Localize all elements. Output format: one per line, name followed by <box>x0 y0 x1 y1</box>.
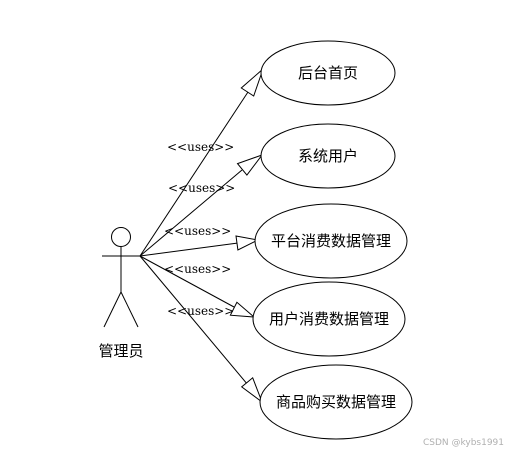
use-case-label: 平台消费数据管理 <box>271 232 391 250</box>
actor-head <box>111 227 131 247</box>
relation-label: <<uses>> <box>167 304 234 318</box>
relation-label: <<uses>> <box>164 262 231 276</box>
use-case-ellipse[interactable] <box>252 281 406 357</box>
relation-label: <<uses>> <box>168 181 235 195</box>
relation-label: <<uses>> <box>167 140 234 154</box>
relation-line <box>139 255 249 386</box>
relation-3 <box>139 235 260 257</box>
actor-right-leg <box>120 291 139 328</box>
use-case-uc5[interactable]: 商品购买数据管理 <box>259 364 413 440</box>
use-case-ellipse[interactable] <box>260 123 396 189</box>
relation-4 <box>139 255 256 318</box>
use-case-ellipse[interactable] <box>260 40 396 106</box>
relation-5 <box>139 255 264 404</box>
relation-1 <box>139 67 265 257</box>
use-case-uc1[interactable]: 后台首页 <box>260 40 396 106</box>
relation-label: <<uses>> <box>164 224 231 238</box>
use-case-ellipse[interactable] <box>254 203 408 279</box>
use-case-uc4[interactable]: 用户消费数据管理 <box>252 281 406 357</box>
use-case-label: 商品购买数据管理 <box>276 393 396 411</box>
relation-line <box>139 91 249 257</box>
relation-arrowhead <box>240 376 264 404</box>
use-case-label: 后台首页 <box>298 64 358 82</box>
use-case-uc2[interactable]: 系统用户 <box>260 123 396 189</box>
actor-admin: 管理员 <box>98 227 144 360</box>
use-case-uc3[interactable]: 平台消费数据管理 <box>254 203 408 279</box>
relation-arrowhead <box>236 153 264 176</box>
relation-2 <box>139 153 264 257</box>
relation-line <box>139 255 235 308</box>
relation-arrowhead <box>235 235 260 251</box>
use-case-label: 系统用户 <box>298 147 358 165</box>
relation-arrowhead <box>229 301 256 318</box>
use-case-ellipse[interactable] <box>259 364 413 440</box>
relation-line <box>139 242 239 257</box>
relation-arrowhead <box>240 67 265 97</box>
watermark-text: CSDN @kybs1991 <box>423 438 504 448</box>
actor-left-leg <box>103 291 122 328</box>
actor-label: 管理员 <box>98 342 143 360</box>
relation-line <box>139 169 243 257</box>
use-case-label: 用户消费数据管理 <box>269 310 389 328</box>
